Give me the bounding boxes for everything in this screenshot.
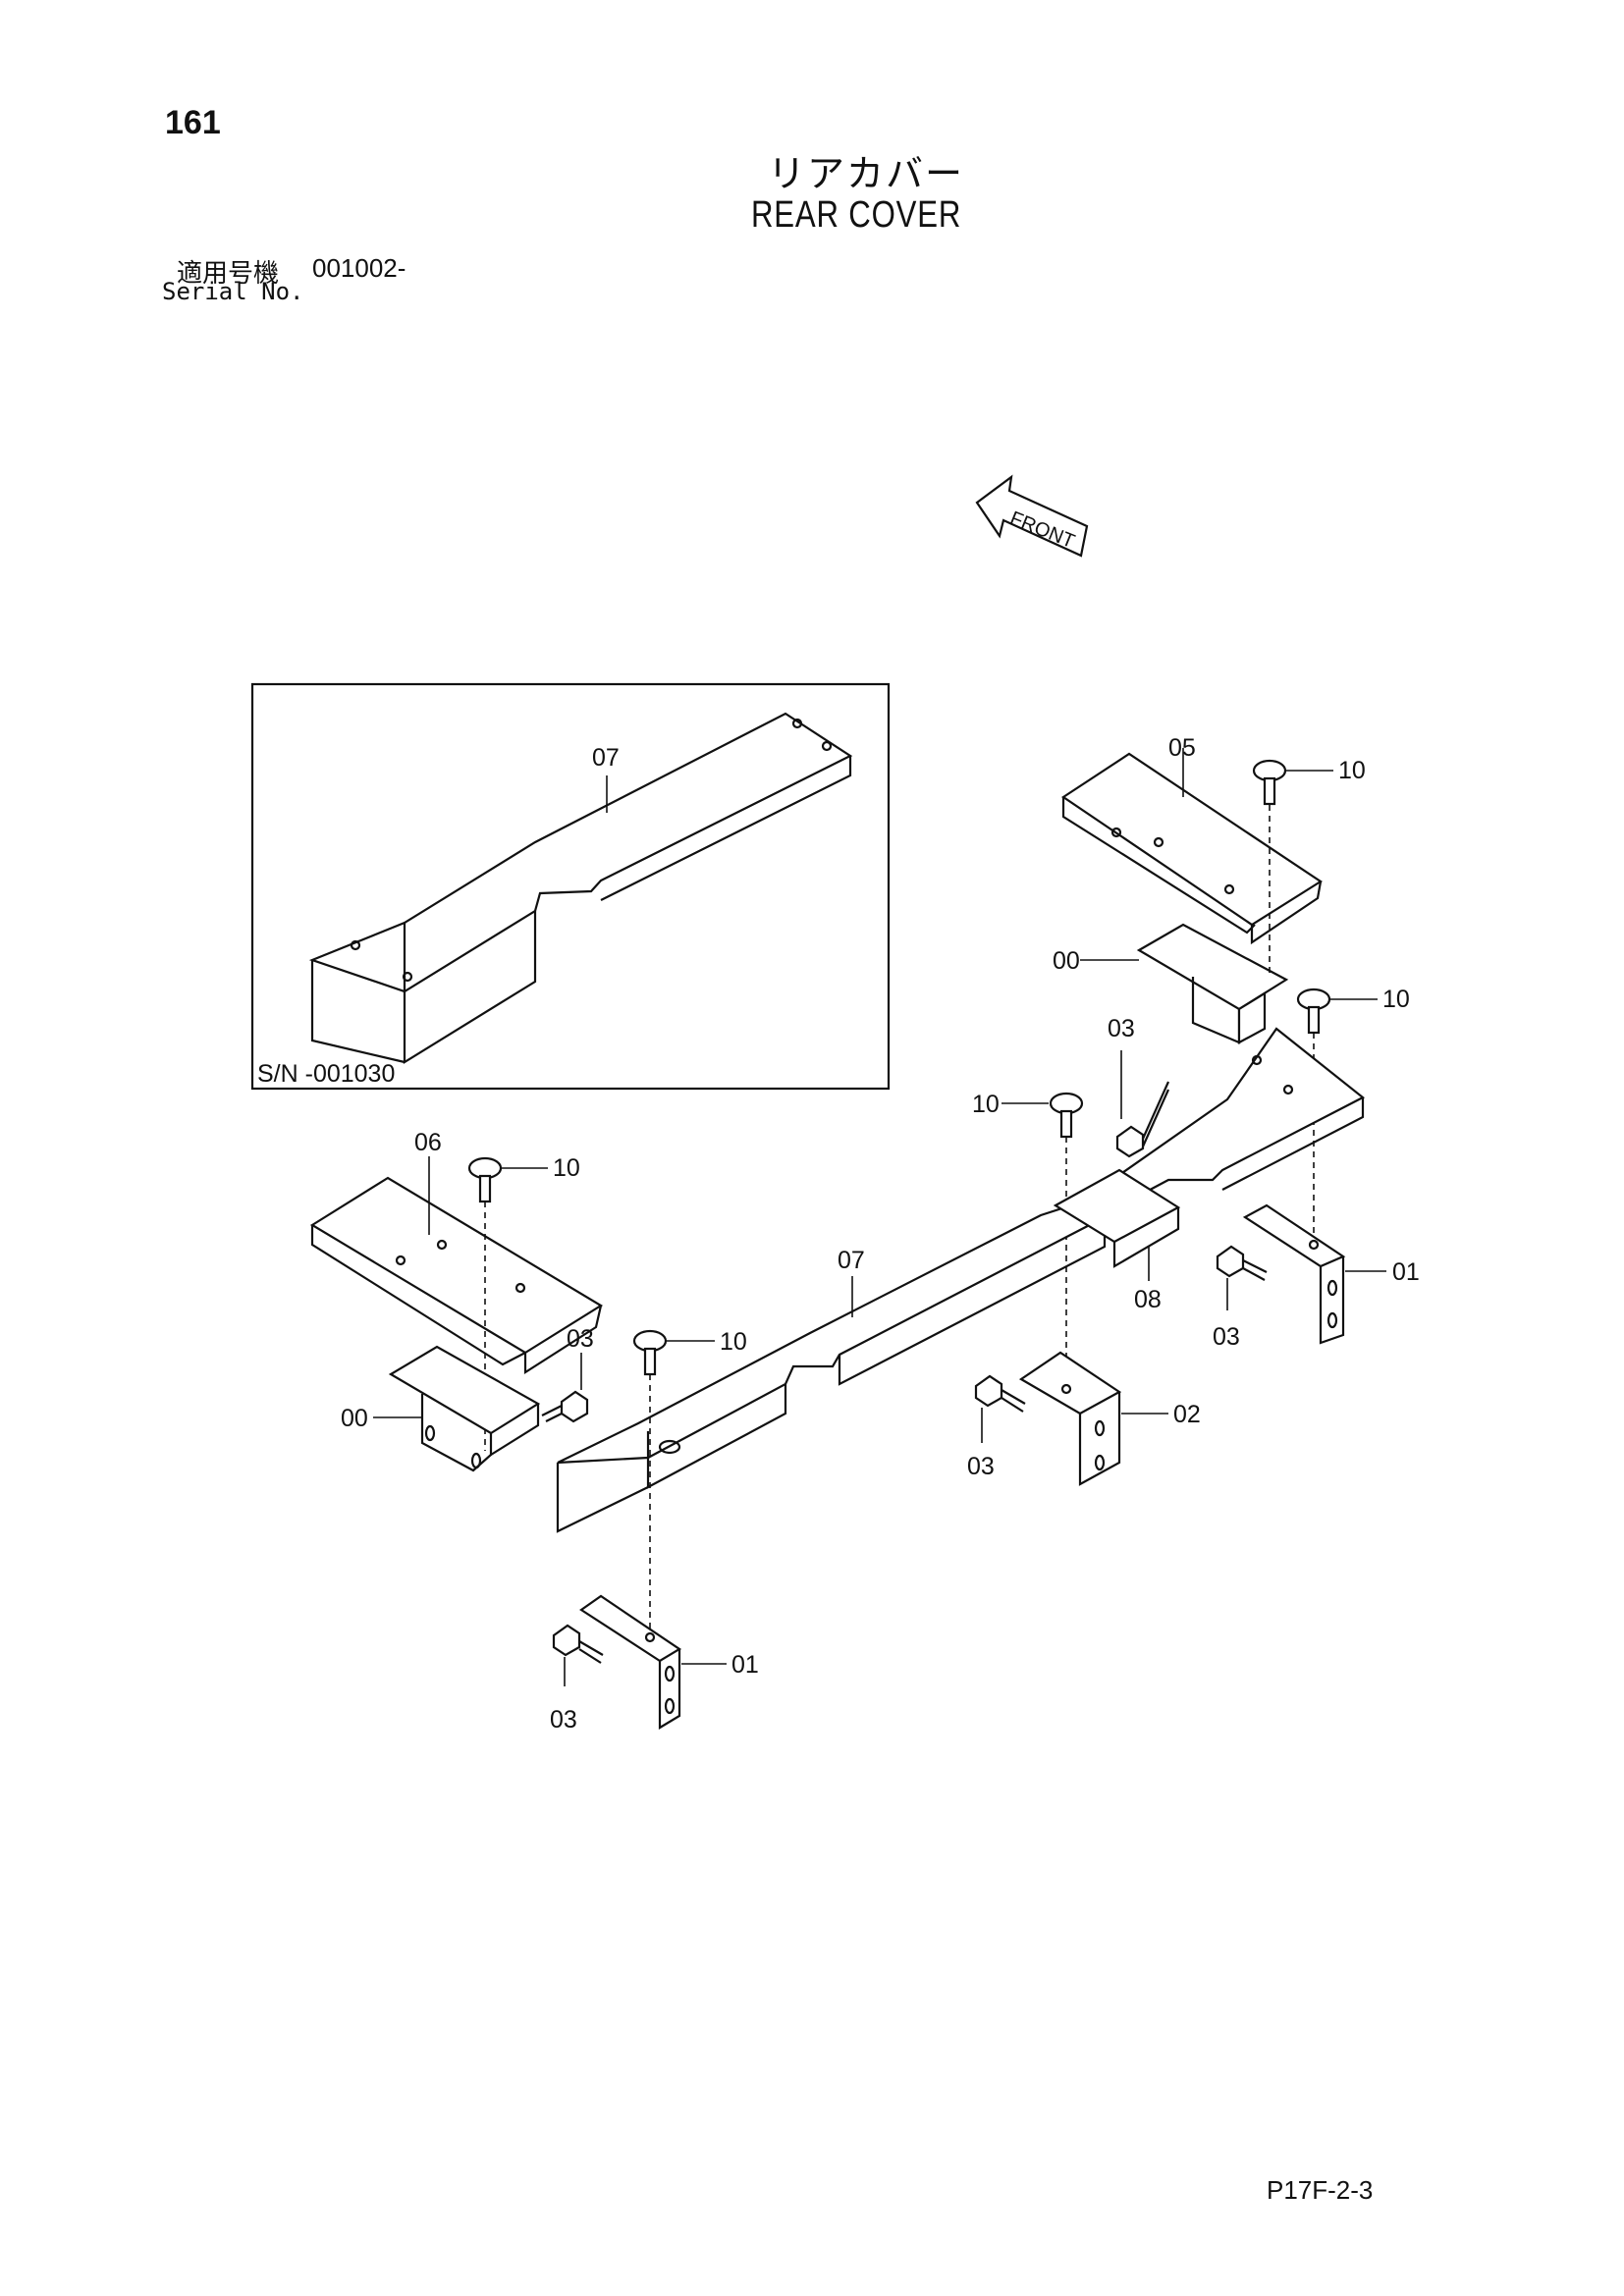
callout-10-a: 10: [1338, 757, 1366, 784]
main-rear-cover-07: 07: [556, 1027, 1366, 1533]
callout-10-b: 10: [1382, 986, 1410, 1013]
callout-03-left: 03: [567, 1325, 594, 1353]
cover-plate-06: 06: [309, 1129, 604, 1375]
callout-00-upper: 00: [1053, 947, 1080, 975]
callout-01-right: 01: [1392, 1258, 1420, 1286]
bolt-10-center: 10: [972, 1091, 1084, 1389]
screw-03-lower: 03: [550, 1624, 604, 1734]
callout-10-c: 10: [972, 1091, 1000, 1118]
callout-03-lower: 03: [550, 1706, 577, 1734]
screw-03-right: 03: [1213, 1245, 1268, 1351]
bolt-10-right: 10: [1296, 986, 1410, 1242]
callout-01-lower: 01: [731, 1651, 759, 1679]
callout-00-lower: 00: [341, 1405, 368, 1432]
bracket-01-lower: 01: [579, 1594, 759, 1730]
cover-plate-05: 05: [1061, 734, 1324, 945]
callout-03-center: 03: [967, 1453, 995, 1480]
callout-07: 07: [838, 1247, 865, 1274]
screw-03-left: 03: [541, 1325, 594, 1423]
callout-06: 06: [414, 1129, 442, 1156]
callout-03-right: 03: [1213, 1323, 1240, 1351]
title-english: REAR COVER: [750, 194, 962, 236]
front-direction-arrow: FRONT: [975, 474, 1089, 558]
callout-10-d: 10: [553, 1154, 580, 1182]
callout-05: 05: [1168, 734, 1196, 762]
inset-serial-label: S/N -001030: [257, 1060, 395, 1088]
bolt-10-lower: 10: [632, 1328, 747, 1637]
joint-plate-08: 08: [1053, 1168, 1181, 1313]
bracket-00-lower: 00: [341, 1345, 541, 1472]
bracket-01-right: 01: [1242, 1203, 1420, 1345]
page-code: P17F-2-3: [1267, 2175, 1374, 2205]
serial-label-japanese: 適用号機: [177, 259, 280, 289]
bracket-02: 02: [1018, 1351, 1201, 1486]
serial-number-range: 001002-: [312, 253, 406, 283]
inset-early-serial-box: S/N -001030 07: [250, 682, 891, 1091]
callout-03-upper: 03: [1108, 1015, 1135, 1042]
title-japanese: リアカバー: [767, 152, 964, 195]
callout-08: 08: [1134, 1286, 1162, 1313]
callout-02: 02: [1173, 1401, 1201, 1428]
screw-03-center: 03: [967, 1374, 1026, 1480]
page-number: 161: [165, 104, 221, 141]
bolt-10-upper: 10: [1252, 757, 1366, 977]
screw-03-upper: 03: [1108, 1015, 1170, 1158]
callout-10-e: 10: [720, 1328, 747, 1356]
bolt-10-left: 10: [467, 1154, 580, 1451]
serial-label-english: Serial No.: [162, 278, 304, 305]
bracket-00-upper: 00: [1053, 923, 1289, 1044]
callout-inset-07: 07: [592, 744, 620, 772]
